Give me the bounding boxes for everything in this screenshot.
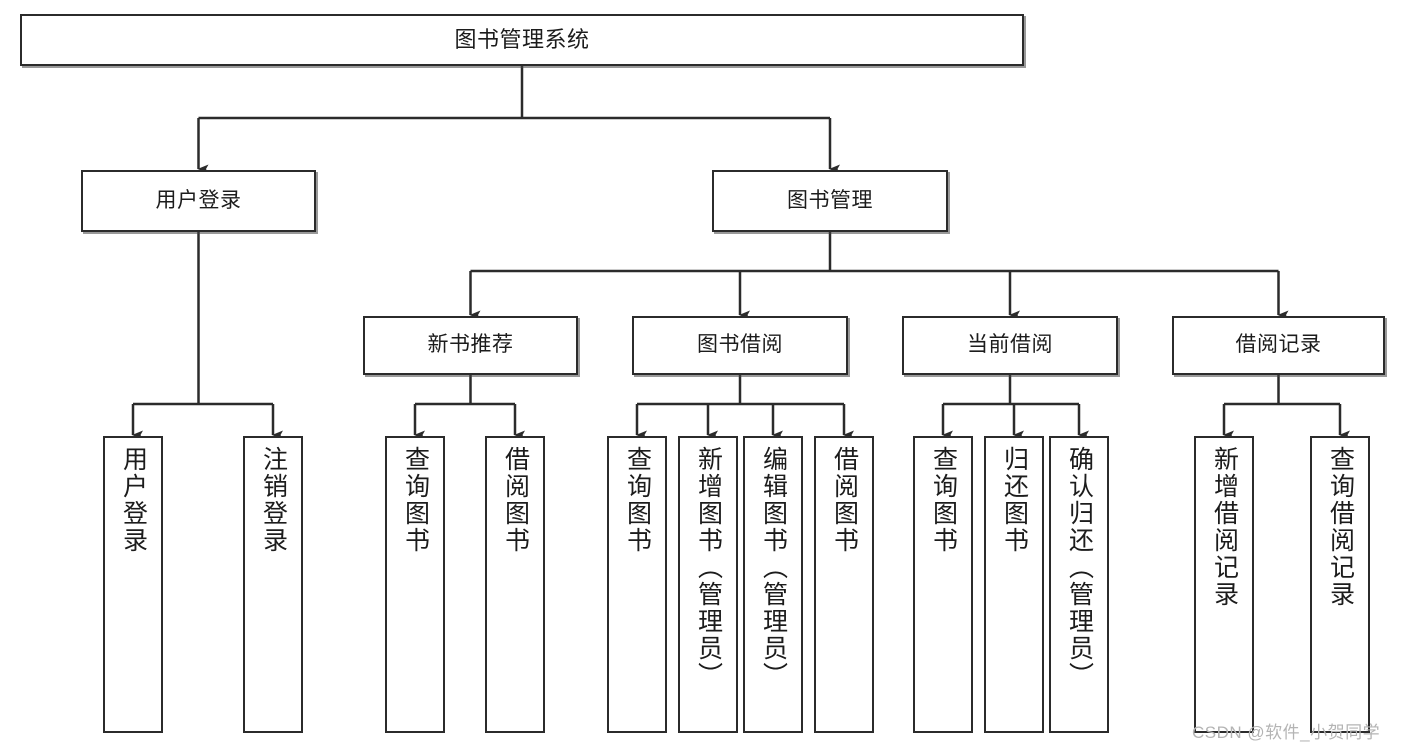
leaf-rec-borrow-book-label: 借阅图书	[501, 446, 530, 554]
leaf-logout[interactable]: 注销登录	[243, 436, 303, 733]
leaf-br-add-record[interactable]: 新增借阅记录	[1194, 436, 1254, 733]
node-user-login-label: 用户登录	[155, 188, 242, 212]
leaf-user-login-label: 用户登录	[119, 446, 148, 554]
leaf-cb-query-book-label: 查询图书	[929, 446, 958, 554]
leaf-bb-add-book[interactable]: 新增图书（管理员）	[678, 436, 738, 733]
leaf-bb-query-book[interactable]: 查询图书	[607, 436, 667, 733]
leaf-rec-query-book[interactable]: 查询图书	[385, 436, 445, 733]
csdn-watermark: CSDN @软件_小贺同学	[1192, 723, 1381, 742]
node-book-management-label: 图书管理	[787, 188, 873, 212]
leaf-bb-query-book-label: 查询图书	[623, 446, 652, 554]
leaf-cb-query-book[interactable]: 查询图书	[913, 436, 973, 733]
node-root-label: 图书管理系统	[454, 27, 590, 53]
node-root[interactable]: 图书管理系统	[20, 14, 1024, 66]
node-book-borrowing-label: 图书借阅	[697, 333, 783, 357]
node-book-borrowing[interactable]: 图书借阅	[632, 316, 848, 375]
leaf-logout-label: 注销登录	[259, 446, 288, 554]
leaf-cb-confirm-return[interactable]: 确认归还（管理员）	[1049, 436, 1109, 733]
leaf-rec-borrow-book[interactable]: 借阅图书	[485, 436, 545, 733]
node-user-login[interactable]: 用户登录	[81, 170, 316, 232]
leaf-br-add-record-label: 新增借阅记录	[1210, 446, 1239, 608]
node-current-borrowing-label: 当前借阅	[967, 333, 1053, 357]
leaf-cb-confirm-return-label: 确认归还（管理员）	[1065, 446, 1094, 689]
node-book-management[interactable]: 图书管理	[712, 170, 948, 232]
leaf-bb-add-book-label: 新增图书（管理员）	[694, 446, 723, 689]
node-borrowing-record[interactable]: 借阅记录	[1172, 316, 1385, 375]
leaf-rec-query-book-label: 查询图书	[401, 446, 430, 554]
leaf-br-query-record[interactable]: 查询借阅记录	[1310, 436, 1370, 733]
leaf-user-login[interactable]: 用户登录	[103, 436, 163, 733]
leaf-bb-edit-book[interactable]: 编辑图书（管理员）	[743, 436, 803, 733]
leaf-bb-borrow-book-label: 借阅图书	[830, 446, 859, 554]
leaf-br-query-record-label: 查询借阅记录	[1326, 446, 1355, 608]
node-new-book-recommendation-label: 新书推荐	[427, 333, 514, 357]
node-new-book-recommendation[interactable]: 新书推荐	[363, 316, 578, 375]
leaf-bb-edit-book-label: 编辑图书（管理员）	[759, 446, 788, 689]
node-borrowing-record-label: 借阅记录	[1235, 333, 1322, 357]
leaf-cb-return-book-label: 归还图书	[1000, 446, 1029, 554]
leaf-cb-return-book[interactable]: 归还图书	[984, 436, 1044, 733]
node-current-borrowing[interactable]: 当前借阅	[902, 316, 1118, 375]
leaf-bb-borrow-book[interactable]: 借阅图书	[814, 436, 874, 733]
